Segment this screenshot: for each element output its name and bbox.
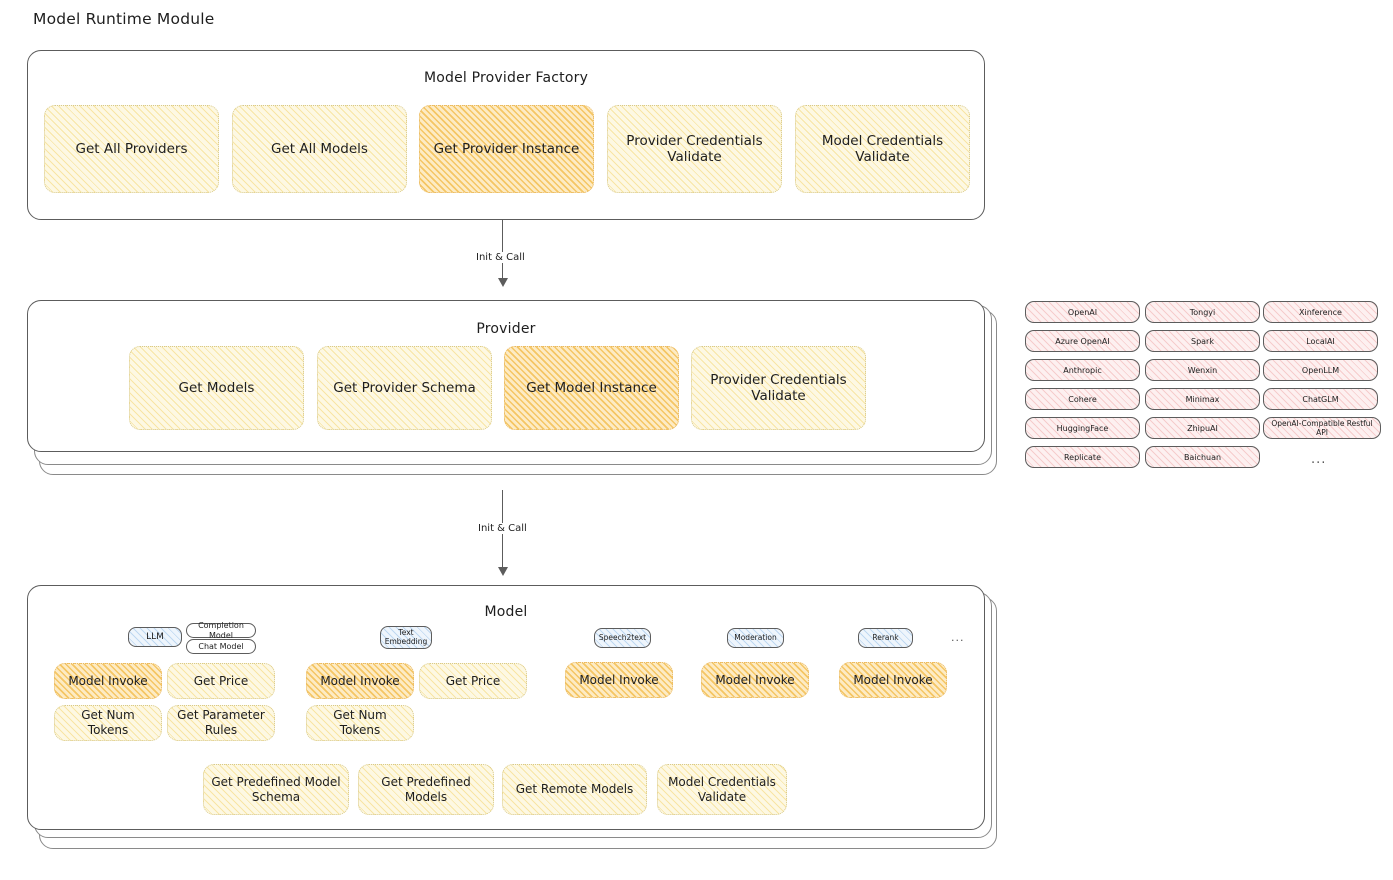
provider-node-provider-credentials-validate[interactable]: Provider Credentials Validate (691, 346, 866, 430)
model-common-method-get-remote-models[interactable]: Get Remote Models (502, 764, 647, 815)
provider-node-get-models[interactable]: Get Models (129, 346, 304, 430)
provider-chip-wenxin[interactable]: Wenxin (1145, 359, 1260, 381)
model-title: Model (484, 604, 528, 620)
factory-node-provider-credentials-validate[interactable]: Provider Credentials Validate (607, 105, 782, 193)
arrow-provider-to-model-head (498, 567, 508, 576)
model-subtype-badge-chat-model[interactable]: Chat Model (186, 639, 256, 654)
model-method-llm-get-num-tokens[interactable]: Get Num Tokens (54, 705, 162, 741)
factory-node-get-all-models[interactable]: Get All Models (232, 105, 407, 193)
model-type-badge-rerank[interactable]: Rerank (858, 628, 913, 648)
model-common-method-get-predefined-models[interactable]: Get Predefined Models (358, 764, 494, 815)
provider-chip-openai-compatible-restful-api[interactable]: OpenAI-Compatible Restful API (1263, 417, 1381, 439)
model-method-rerank-model-invoke[interactable]: Model Invoke (839, 662, 947, 698)
provider-chip-cohere[interactable]: Cohere (1025, 388, 1140, 410)
arrow-factory-to-provider-label: Init & Call (473, 252, 528, 263)
provider-chip-openai[interactable]: OpenAI (1025, 301, 1140, 323)
provider-chip-minimax[interactable]: Minimax (1145, 388, 1260, 410)
factory-node-model-credentials-validate[interactable]: Model Credentials Validate (795, 105, 970, 193)
factory-node-get-all-providers[interactable]: Get All Providers (44, 105, 219, 193)
page-title: Model Runtime Module (33, 10, 215, 28)
provider-node-get-model-instance[interactable]: Get Model Instance (504, 346, 679, 430)
model-common-method-model-credentials-validate[interactable]: Model Credentials Validate (657, 764, 787, 815)
provider-chip-zhipuai[interactable]: ZhipuAI (1145, 417, 1260, 439)
provider-chip-openllm[interactable]: OpenLLM (1263, 359, 1378, 381)
provider-chip-localai[interactable]: LocalAI (1263, 330, 1378, 352)
model-method-speech2text-model-invoke[interactable]: Model Invoke (565, 662, 673, 698)
provider-chip-chatglm[interactable]: ChatGLM (1263, 388, 1378, 410)
model-type-badge-moderation[interactable]: Moderation (727, 628, 784, 648)
model-subtype-badge-completion-model[interactable]: Completion Model (186, 621, 256, 640)
provider-chip-tongyi[interactable]: Tongyi (1145, 301, 1260, 323)
model-type-badge-text-embedding[interactable]: Text Embedding (380, 626, 432, 649)
model-method-text-embedding-model-invoke[interactable]: Model Invoke (306, 663, 414, 699)
model-types-ellipsis: ... (951, 631, 965, 644)
provider-chip-xinference[interactable]: Xinference (1263, 301, 1378, 323)
provider-chip-huggingface[interactable]: HuggingFace (1025, 417, 1140, 439)
model-method-llm-get-parameter-rules[interactable]: Get Parameter Rules (167, 705, 275, 741)
model-method-text-embedding-get-price[interactable]: Get Price (419, 663, 527, 699)
model-method-moderation-model-invoke[interactable]: Model Invoke (701, 662, 809, 698)
provider-node-get-provider-schema[interactable]: Get Provider Schema (317, 346, 492, 430)
model-method-llm-model-invoke[interactable]: Model Invoke (54, 663, 162, 699)
model-provider-factory-title: Model Provider Factory (423, 70, 589, 86)
provider-chip-azure-openai[interactable]: Azure OpenAI (1025, 330, 1140, 352)
provider-chip-spark[interactable]: Spark (1145, 330, 1260, 352)
arrow-factory-to-provider-line (502, 220, 504, 282)
arrow-provider-to-model-label: Init & Call (475, 523, 530, 534)
model-type-badge-speech2text[interactable]: Speech2text (594, 628, 651, 648)
model-method-llm-get-price[interactable]: Get Price (167, 663, 275, 699)
provider-title: Provider (476, 321, 536, 337)
provider-chip-baichuan[interactable]: Baichuan (1145, 446, 1260, 468)
model-type-badge-llm[interactable]: LLM (128, 627, 182, 647)
provider-chip-replicate[interactable]: Replicate (1025, 446, 1140, 468)
provider-chip-anthropic[interactable]: Anthropic (1025, 359, 1140, 381)
provider-list-ellipsis: ... (1311, 452, 1327, 467)
arrow-factory-to-provider-head (498, 278, 508, 287)
model-common-method-get-predefined-model-schema[interactable]: Get Predefined Model Schema (203, 764, 349, 815)
factory-node-get-provider-instance[interactable]: Get Provider Instance (419, 105, 594, 193)
model-method-text-embedding-get-num-tokens[interactable]: Get Num Tokens (306, 705, 414, 741)
